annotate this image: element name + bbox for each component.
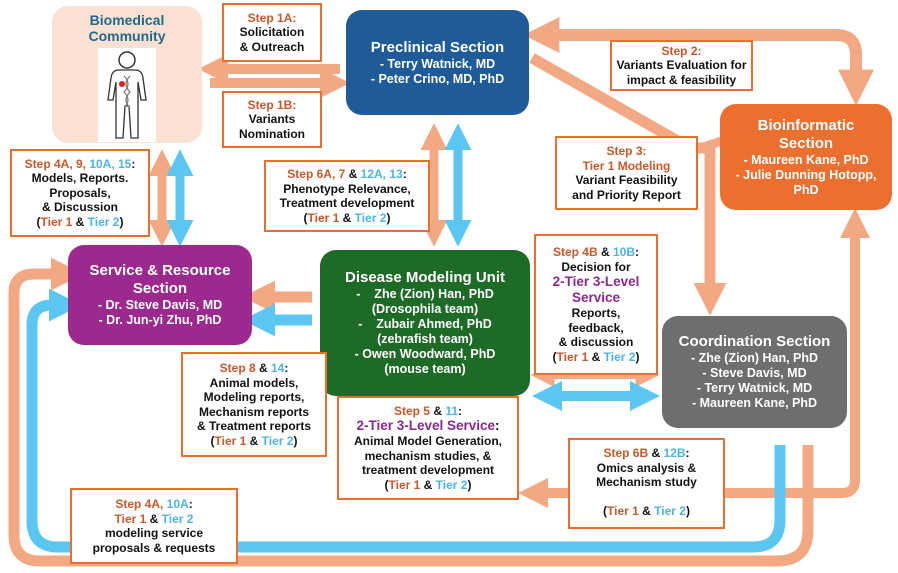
step-text: & discussion xyxy=(558,335,634,349)
step-5-11-box: Step 5 & 11: 2-Tier 3-Level Service: Ani… xyxy=(337,396,519,500)
step-label: Step 4A, 9, 10A, 15: xyxy=(24,156,136,171)
step-text: & Outreach xyxy=(239,39,305,54)
dmu-member: - Owen Woodward, PhD xyxy=(354,347,496,361)
coordination-member: - Zhe (Zion) Han, PhD xyxy=(690,351,819,365)
dmu-member: - Zubair Ahmed, PhD xyxy=(358,317,492,331)
step-text: feedback, xyxy=(568,320,624,335)
step-label: Step 1A: xyxy=(247,10,297,25)
step-text: Proposals, xyxy=(49,185,111,200)
coordination-member: - Maureen Kane, PhD xyxy=(691,396,818,410)
step-text: Reports, xyxy=(571,306,621,320)
step-label: Step 5 & 11: xyxy=(393,403,463,418)
bioinformatic-section-node: Bioinformatic Section - Maureen Kane, Ph… xyxy=(720,104,892,210)
step-2-box: Step 2: Variants Evaluation for impact &… xyxy=(610,40,753,91)
tier-label: (Tier 1 & Tier 2) xyxy=(384,477,472,492)
tier-label: (Tier 1 & Tier 2) xyxy=(603,503,690,518)
step-text: Variants Evaluation for xyxy=(616,58,747,73)
service-resource-section-node: Service & Resource Section - Dr. Steve D… xyxy=(68,245,252,345)
step-text: Treatment development xyxy=(279,196,415,210)
preclinical-section-node: Preclinical Section - Terry Watnick, MD … xyxy=(346,10,529,115)
service-label: 2-Tier 3-Level Service: xyxy=(356,418,500,434)
person-dna-icon xyxy=(98,48,156,142)
step-8-14-box: Step 8 & 14: Animal models, Modeling rep… xyxy=(181,352,327,457)
step-label: Step 3: xyxy=(606,144,647,158)
disease-modeling-unit-node: Disease Modeling Unit - Zhe (Zion) Han, … xyxy=(320,250,530,396)
service-label: 2-Tier 3-Level xyxy=(552,274,640,289)
coordination-member: - Steve Davis, MD xyxy=(702,366,807,380)
dmu-team: (mouse team) xyxy=(384,362,466,376)
step-text: mechanism studies, & xyxy=(364,448,492,463)
bioinformatic-title-2: Section xyxy=(778,134,834,152)
service-label: Service xyxy=(571,290,621,305)
step-label: Step 8 & 14: xyxy=(219,361,289,375)
bioinformatic-title-1: Bioinformatic xyxy=(757,116,855,134)
bioinformatic-member: - Maureen Kane, PhD xyxy=(743,152,869,167)
coordination-title: Coordination Section xyxy=(678,333,831,350)
dmu-member: - Zhe (Zion) Han, PhD xyxy=(356,287,494,301)
step-label: Step 6B & 12B: xyxy=(603,446,690,460)
step-4a-10a-box: Step 4A, 10A: Tier 1 & Tier 2 modeling s… xyxy=(70,488,238,564)
tier-label: Tier 1 & Tier 2 xyxy=(114,511,194,526)
dmu-team: (Drosophila team) xyxy=(371,302,479,316)
coordination-member: - Terry Watnick, MD xyxy=(696,381,813,395)
step-text: Solicitation xyxy=(239,25,305,40)
tier-label: (Tier 1 & Tier 2) xyxy=(552,349,640,364)
step-text: treatment development xyxy=(361,463,495,478)
step-text: Nomination xyxy=(239,126,305,141)
service-title-1: Service & Resource xyxy=(89,262,231,279)
step-text: impact & feasibility xyxy=(626,72,737,87)
preclinical-title: Preclinical Section xyxy=(370,38,505,56)
step-text: Variants xyxy=(248,112,296,127)
tier-label: (Tier 1 & Tier 2) xyxy=(36,214,124,229)
step-label: Step 4A, 10A: xyxy=(115,497,193,511)
bioinformatic-member: PhD xyxy=(793,182,819,197)
step-text: Omics analysis & xyxy=(596,460,697,475)
coordination-section-node: Coordination Section - Zhe (Zion) Han, P… xyxy=(662,316,847,428)
preclinical-member: - Terry Watnick, MD xyxy=(379,56,496,71)
step-4b-10b-box: Step 4B & 10B: Decision for 2-Tier 3-Lev… xyxy=(534,234,658,375)
step-text: proposals & requests xyxy=(92,540,216,555)
step-6a-7-12a-13-box: Step 6A, 7 & 12A, 13: Phenotype Relevanc… xyxy=(264,160,430,232)
step-text: & Treatment reports xyxy=(196,419,312,433)
tier-label: (Tier 1 & Tier 2) xyxy=(210,433,298,448)
step-text: and Priority Report xyxy=(572,187,681,202)
step-label: Step 1B: xyxy=(247,97,297,112)
dmu-team: (zebrafish team) xyxy=(377,332,473,346)
service-member: - Dr. Steve Davis, MD xyxy=(97,298,223,312)
dmu-title: Disease Modeling Unit xyxy=(344,269,506,286)
step-text: Animal models, xyxy=(209,375,299,390)
arrow-6b xyxy=(518,226,860,508)
bioinformatic-member: - Julie Dunning Hotopp, xyxy=(735,167,877,182)
step-text: Phenotype Relevance, xyxy=(283,181,411,196)
preclinical-member: - Peter Crino, MD, PhD xyxy=(370,71,505,86)
step-4a-9-10a-15-box: Step 4A, 9, 10A, 15: Models, Reports. Pr… xyxy=(10,149,150,237)
step-text: Decision for xyxy=(561,259,631,274)
step-text: Animal Model Generation, xyxy=(353,434,503,449)
tier-label: (Tier 1 & Tier 2) xyxy=(303,210,391,225)
biomedical-community-node: Biomedical Community xyxy=(52,6,202,143)
step-1a-box: Step 1A: Solicitation & Outreach xyxy=(222,3,322,62)
service-title-2: Section xyxy=(132,280,188,297)
step-text: Mechanism study xyxy=(596,475,697,489)
step-label: Step 4B & 10B: xyxy=(552,245,640,259)
step-text: modeling service xyxy=(104,526,204,540)
biomedical-title: Biomedical Community xyxy=(88,12,166,44)
step-label: Step 2: xyxy=(661,43,702,58)
step-text: Variant Feasibility xyxy=(575,173,678,187)
step-6b-12b-box: Step 6B & 12B: Omics analysis & Mechanis… xyxy=(568,438,725,529)
step-text: Mechanism reports xyxy=(198,404,310,419)
tier-1-modeling-label: Tier 1 Modeling xyxy=(582,158,671,173)
step-3-box: Step 3: Tier 1 Modeling Variant Feasibil… xyxy=(555,136,698,210)
service-member: - Dr. Jun-yi Zhu, PhD xyxy=(98,313,222,327)
step-text: & Discussion xyxy=(41,200,119,215)
step-text: Models, Reports. xyxy=(31,171,129,186)
arrow-10a-loop xyxy=(26,288,786,553)
step-text: Modeling reports, xyxy=(203,390,305,404)
step-1b-box: Step 1B: Variants Nomination xyxy=(222,91,322,148)
step-label: Step 6A, 7 & 12A, 13: xyxy=(287,167,407,181)
arrow-4a-loop xyxy=(8,257,814,567)
